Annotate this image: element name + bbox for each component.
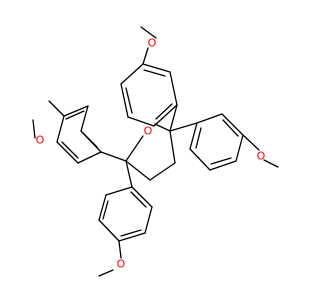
- bond-o-methyl: [263, 159, 279, 168]
- bond-c2-o1: [125, 135, 144, 162]
- methoxy-oxygen-right-label: O: [257, 150, 266, 163]
- double-bond-inner: [125, 87, 133, 114]
- ring-bond: [144, 206, 153, 234]
- ring-bond: [169, 71, 178, 106]
- aryl-ring-right: [169, 113, 279, 171]
- ring-bond: [80, 105, 89, 132]
- double-bond-inner: [222, 119, 239, 137]
- double-bond-inner: [65, 110, 85, 120]
- aryl-ring-bottom: [98, 160, 153, 277]
- ring-bond: [209, 160, 237, 171]
- bond-c2-aryl-bottom: [125, 160, 133, 188]
- ring-bond: [142, 63, 171, 73]
- ring-bond: [118, 232, 146, 242]
- bond-c5-c4: [169, 130, 176, 164]
- bond-c4-c3: [149, 162, 176, 181]
- methoxy-oxygen-bottom-label: O: [117, 258, 126, 271]
- ring-bond: [98, 194, 107, 221]
- bond-o-methyl: [98, 269, 114, 277]
- ring-bond: [56, 115, 65, 143]
- ring-oxygen-label: O: [144, 125, 153, 138]
- double-bond-inner: [143, 69, 166, 77]
- bond-aryl-o: [242, 134, 260, 151]
- ring-bond: [98, 219, 120, 242]
- methoxy-oxygen-left-label: O: [36, 134, 45, 147]
- double-bond-inner: [82, 132, 98, 148]
- bond-o-methyl: [140, 26, 157, 39]
- thf-ring: [125, 123, 176, 181]
- bond-c5-aryl-right: [169, 122, 198, 132]
- ring-bond: [131, 186, 153, 208]
- ring-bond: [189, 122, 198, 150]
- double-bond-inner: [195, 127, 202, 149]
- aryl-ring-top: [120, 26, 178, 132]
- bond-c5-aryl-top: [169, 104, 178, 132]
- bond-c2-aryl-left: [100, 151, 127, 162]
- ring-bond: [56, 141, 79, 164]
- bond-o-methyl: [32, 119, 36, 139]
- bond-aryl-o: [118, 240, 122, 259]
- ring-bond: [235, 134, 244, 162]
- ring-bond: [63, 105, 89, 117]
- ring-bond: [189, 148, 211, 171]
- double-bond-inner: [210, 157, 232, 165]
- bond-aryl-o: [142, 47, 149, 65]
- ring-bond: [127, 116, 155, 127]
- ring-bond: [77, 151, 102, 164]
- molecule-drawing: O O O O O: [32, 26, 279, 277]
- double-bond-inner: [61, 141, 79, 159]
- bond-aryl-o: [48, 100, 65, 117]
- ring-bond: [120, 63, 144, 85]
- double-bond-inner: [120, 229, 142, 237]
- ring-bond: [120, 83, 129, 118]
- ring-bond: [196, 113, 223, 124]
- bond-c3-c2: [125, 160, 151, 181]
- ring-bond: [221, 113, 244, 136]
- methoxy-oxygen-top-label: O: [148, 37, 157, 50]
- ring-bond: [105, 186, 133, 196]
- ring-bond: [153, 104, 178, 127]
- double-bond-inner: [155, 103, 173, 120]
- double-bond-inner: [102, 200, 109, 220]
- bond-o1-c5: [154, 123, 171, 132]
- structure-diagram: O O O O O: [32, 26, 279, 277]
- aryl-ring-left: [32, 100, 127, 164]
- double-bond-inner: [130, 191, 147, 208]
